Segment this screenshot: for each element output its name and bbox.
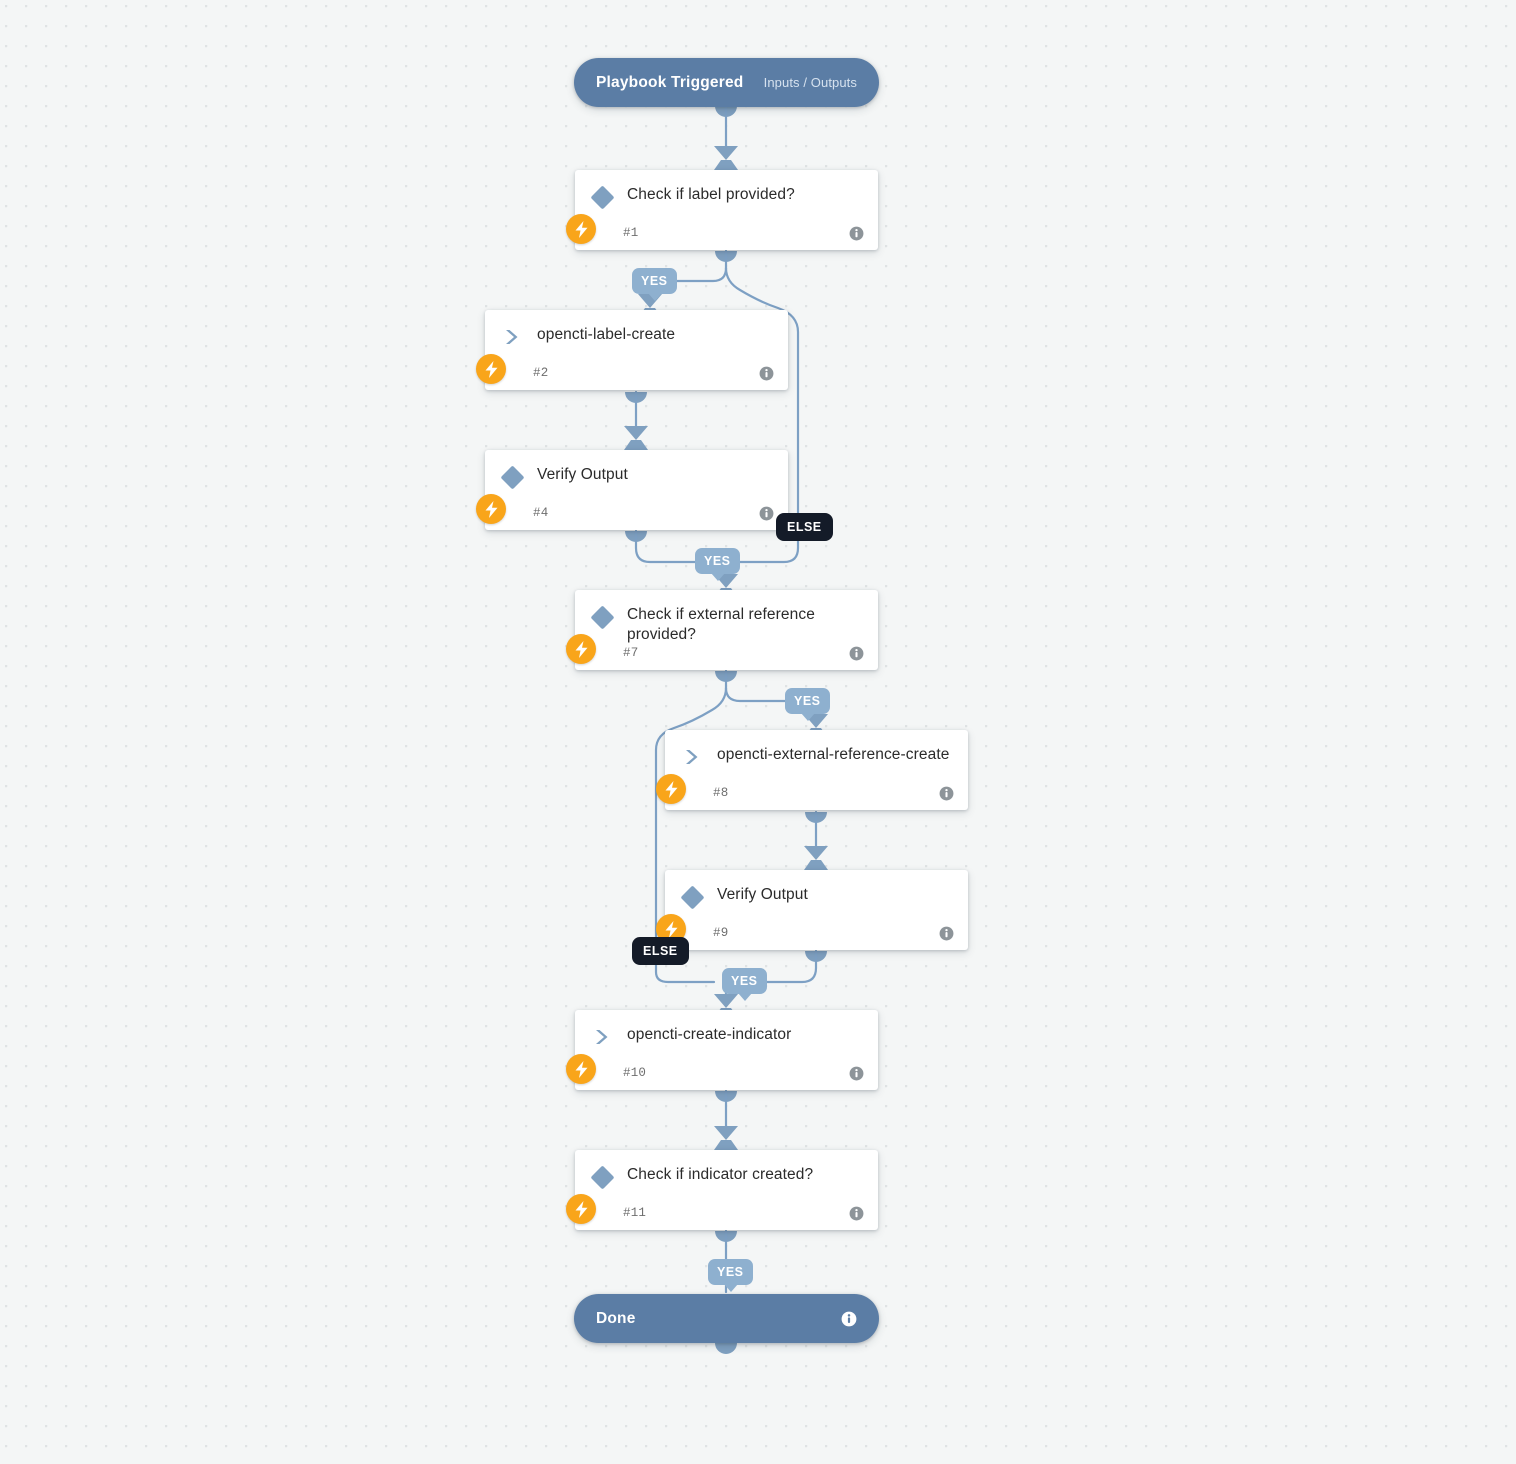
info-icon[interactable]: [939, 786, 954, 801]
card-title-row: Check if external reference provided?: [575, 590, 878, 646]
chevron-right-icon: [589, 1024, 615, 1050]
branch-label-text: YES: [704, 554, 731, 568]
card-footer: #2: [485, 356, 788, 390]
branch-label-text: YES: [641, 274, 668, 288]
branch-label-text: ELSE: [643, 944, 678, 958]
branch-label-yes-2[interactable]: YES: [695, 548, 740, 581]
step-id: #2: [533, 366, 549, 380]
card-title-row: opencti-create-indicator: [575, 1010, 878, 1054]
node-opencti-external-reference-create[interactable]: opencti-external-reference-create #8: [656, 730, 968, 810]
card-footer: #9: [665, 916, 968, 950]
card-footer: #11: [575, 1196, 878, 1230]
diamond-icon: [499, 464, 525, 490]
info-icon[interactable]: [849, 1066, 864, 1081]
diamond-icon: [679, 884, 705, 910]
node-verify-output-9[interactable]: Verify Output #9: [656, 870, 968, 950]
card-title-row: Check if label provided?: [575, 170, 878, 214]
info-icon[interactable]: [849, 646, 864, 661]
card-footer: #7: [575, 636, 878, 670]
branch-label-text: ELSE: [787, 520, 822, 534]
node-title: Check if external reference provided?: [627, 606, 815, 644]
start-pill[interactable]: Playbook Triggered Inputs / Outputs: [574, 58, 879, 107]
step-id: #1: [623, 226, 639, 240]
diamond-icon: [589, 184, 615, 210]
branch-label-yes-4[interactable]: YES: [722, 968, 767, 1001]
info-icon[interactable]: [759, 366, 774, 381]
step-id: #7: [623, 646, 639, 660]
bolt-icon: [566, 1054, 596, 1084]
card-footer: #8: [665, 776, 968, 810]
card[interactable]: opencti-external-reference-create #8: [656, 730, 968, 810]
node-title: Check if indicator created?: [627, 1166, 814, 1183]
card[interactable]: Check if external reference provided? #7: [566, 590, 878, 670]
bolt-icon: [476, 354, 506, 384]
branch-label-yes-5[interactable]: YES: [708, 1259, 753, 1292]
step-id: #9: [713, 926, 729, 940]
node-opencti-label-create[interactable]: opencti-label-create #2: [476, 310, 788, 390]
info-icon[interactable]: [841, 1311, 857, 1327]
bolt-icon: [566, 214, 596, 244]
chevron-right-icon: [679, 744, 705, 770]
card-title-row: opencti-label-create: [485, 310, 788, 354]
step-id: #4: [533, 506, 549, 520]
node-title: opencti-create-indicator: [627, 1026, 792, 1043]
card[interactable]: Verify Output #4: [476, 450, 788, 530]
end-title: Done: [596, 1309, 636, 1327]
card[interactable]: Check if indicator created? #11: [566, 1150, 878, 1230]
step-id: #10: [623, 1066, 647, 1080]
inputs-outputs-label[interactable]: Inputs / Outputs: [763, 75, 857, 90]
card-footer: #1: [575, 216, 878, 250]
node-title: opencti-external-reference-create: [717, 746, 950, 763]
info-icon[interactable]: [939, 926, 954, 941]
card-footer: #4: [485, 496, 788, 530]
step-id: #8: [713, 786, 729, 800]
card-footer: #10: [575, 1056, 878, 1090]
node-playbook-triggered[interactable]: Playbook Triggered Inputs / Outputs: [574, 58, 879, 107]
card[interactable]: Check if label provided? #1: [566, 170, 878, 250]
diamond-icon: [589, 1164, 615, 1190]
card-title-row: Verify Output: [665, 870, 968, 914]
node-check-if-indicator-created[interactable]: Check if indicator created? #11: [566, 1150, 878, 1230]
node-title: Verify Output: [717, 886, 808, 903]
branch-label-else-1[interactable]: ELSE: [776, 513, 833, 541]
branch-label-yes-1[interactable]: YES: [632, 268, 677, 301]
diamond-icon: [589, 604, 615, 630]
card[interactable]: Verify Output #9: [656, 870, 968, 950]
node-verify-output-4[interactable]: Verify Output #4: [476, 450, 788, 530]
card-title-row: Check if indicator created?: [575, 1150, 878, 1194]
node-check-if-label-provided[interactable]: Check if label provided? #1: [566, 170, 878, 250]
branch-label-text: YES: [731, 974, 758, 988]
bolt-icon: [566, 1194, 596, 1224]
card-title-row: Verify Output: [485, 450, 788, 494]
chevron-right-icon: [499, 324, 525, 350]
card[interactable]: opencti-label-create #2: [476, 310, 788, 390]
branch-label-else-2[interactable]: ELSE: [632, 937, 689, 965]
node-done[interactable]: Done: [574, 1294, 879, 1343]
info-icon[interactable]: [849, 1206, 864, 1221]
start-title: Playbook Triggered: [596, 73, 744, 91]
step-id: #11: [623, 1206, 647, 1220]
node-title: Check if label provided?: [627, 186, 795, 203]
node-title: Verify Output: [537, 466, 628, 483]
info-icon[interactable]: [849, 226, 864, 241]
branch-label-yes-3[interactable]: YES: [785, 688, 830, 721]
branch-label-text: YES: [794, 694, 821, 708]
node-check-if-external-reference-provided[interactable]: Check if external reference provided? #7: [566, 590, 878, 670]
card[interactable]: opencti-create-indicator #10: [566, 1010, 878, 1090]
card-title-row: opencti-external-reference-create: [665, 730, 968, 774]
node-title: opencti-label-create: [537, 326, 676, 343]
end-pill[interactable]: Done: [574, 1294, 879, 1343]
info-icon[interactable]: [759, 506, 774, 521]
bolt-icon: [566, 634, 596, 664]
branch-label-text: YES: [717, 1265, 744, 1279]
bolt-icon: [476, 494, 506, 524]
node-opencti-create-indicator[interactable]: opencti-create-indicator #10: [566, 1010, 878, 1090]
